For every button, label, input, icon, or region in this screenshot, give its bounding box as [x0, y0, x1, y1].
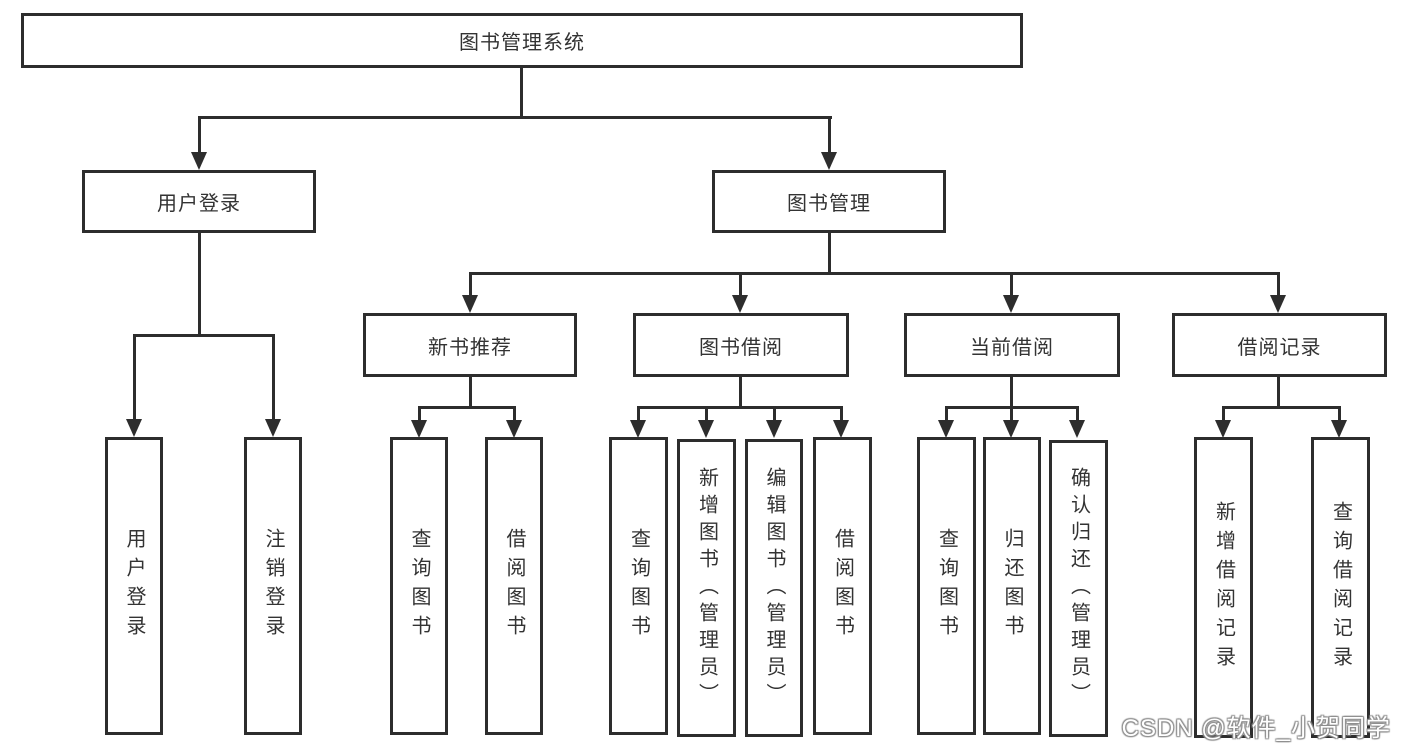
connector-line	[1338, 406, 1341, 421]
node-borrow-query-books-label: 查询图书	[627, 528, 650, 644]
connector-line	[198, 233, 201, 336]
node-current-query-books-label: 查询图书	[935, 528, 958, 644]
arrowhead-icon	[1270, 295, 1286, 313]
connector-line	[520, 68, 523, 119]
connector-line	[1076, 406, 1079, 421]
node-current-confirm-return: 确认归还（管理员）	[1049, 440, 1108, 737]
connector-line	[945, 406, 948, 421]
arrowhead-icon	[1215, 420, 1231, 438]
connector-line	[1222, 406, 1341, 409]
node-book-borrow-label: 图书借阅	[699, 336, 783, 359]
node-borrow-add-books-label: 新增图书（管理员）	[695, 466, 718, 710]
node-record-add-borrow: 新增借阅记录	[1194, 437, 1253, 738]
arrowhead-icon	[732, 295, 748, 313]
arrowhead-icon	[1069, 420, 1085, 438]
node-book-management-label: 图书管理	[787, 193, 871, 215]
node-root-label: 图书管理系统	[459, 32, 585, 54]
node-recommend-query-books-label: 查询图书	[408, 528, 430, 644]
connector-line	[840, 406, 843, 421]
node-recommend-query-books: 查询图书	[390, 437, 448, 735]
node-leaf-logout-label: 注销登录	[262, 528, 284, 644]
connector-line	[1277, 272, 1280, 297]
arrowhead-icon	[938, 420, 954, 438]
node-leaf-logout: 注销登录	[244, 437, 302, 735]
connector-line	[739, 272, 742, 297]
node-user-login: 用户登录	[82, 170, 316, 233]
arrowhead-icon	[191, 152, 207, 170]
connector-line	[272, 334, 275, 420]
arrowhead-icon	[833, 420, 849, 438]
connector-line	[418, 406, 516, 409]
connector-line	[198, 116, 201, 153]
arrowhead-icon	[462, 295, 478, 313]
node-borrow-record: 借阅记录	[1172, 313, 1387, 377]
node-borrow-add-books: 新增图书（管理员）	[677, 439, 736, 737]
arrowhead-icon	[506, 420, 522, 438]
connector-line	[705, 406, 708, 421]
arrowhead-icon	[1331, 420, 1347, 438]
connector-line	[739, 377, 742, 409]
connector-line	[1010, 406, 1013, 421]
node-leaf-user-login-label: 用户登录	[123, 528, 145, 644]
node-leaf-user-login: 用户登录	[105, 437, 163, 735]
node-borrow-borrow-books: 借阅图书	[813, 437, 872, 735]
node-book-borrow: 图书借阅	[633, 313, 849, 377]
connector-line	[1222, 406, 1225, 421]
node-borrow-edit-books: 编辑图书（管理员）	[745, 439, 803, 737]
node-new-book-recommend: 新书推荐	[363, 313, 577, 377]
node-record-query-borrow-label: 查询借阅记录	[1329, 500, 1352, 675]
connector-line	[828, 116, 831, 153]
connector-line	[828, 233, 831, 275]
arrowhead-icon	[698, 420, 714, 438]
connector-line	[133, 334, 136, 420]
node-record-add-borrow-label: 新增借阅记录	[1212, 500, 1235, 675]
connector-line	[469, 272, 1280, 275]
connector-line	[418, 406, 421, 421]
csdn-watermark: CSDN @软件_小贺同学	[1121, 715, 1391, 742]
node-record-query-borrow: 查询借阅记录	[1311, 437, 1370, 738]
node-recommend-borrow-books: 借阅图书	[485, 437, 543, 735]
node-borrow-edit-books-label: 编辑图书（管理员）	[763, 466, 785, 710]
connector-line	[469, 377, 472, 409]
connector-line	[1010, 272, 1013, 297]
node-current-confirm-return-label: 确认归还（管理员）	[1067, 467, 1090, 710]
connector-line	[513, 406, 516, 421]
node-borrow-borrow-books-label: 借阅图书	[831, 528, 854, 644]
arrowhead-icon	[766, 420, 782, 438]
arrowhead-icon	[1003, 420, 1019, 438]
connector-line	[773, 406, 776, 421]
connector-line	[133, 334, 275, 337]
arrowhead-icon	[126, 419, 142, 437]
connector-line	[1277, 377, 1280, 409]
connector-line	[198, 116, 832, 119]
connector-line	[1010, 377, 1013, 409]
connector-line	[637, 406, 843, 409]
arrowhead-icon	[411, 420, 427, 438]
arrowhead-icon	[265, 419, 281, 437]
node-current-return-books-label: 归还图书	[1001, 528, 1023, 644]
node-book-management: 图书管理	[712, 170, 946, 233]
node-recommend-borrow-books-label: 借阅图书	[503, 528, 525, 644]
node-borrow-query-books: 查询图书	[609, 437, 668, 735]
node-current-borrow: 当前借阅	[904, 313, 1120, 377]
node-user-login-label: 用户登录	[157, 193, 241, 215]
node-new-book-recommend-label: 新书推荐	[428, 336, 512, 359]
node-current-query-books: 查询图书	[917, 437, 976, 735]
node-current-return-books: 归还图书	[983, 437, 1041, 735]
node-borrow-record-label: 借阅记录	[1237, 336, 1322, 359]
node-root: 图书管理系统	[21, 13, 1023, 68]
arrowhead-icon	[630, 420, 646, 438]
connector-line	[637, 406, 640, 421]
arrowhead-icon	[1003, 295, 1019, 313]
arrowhead-icon	[821, 152, 837, 170]
node-current-borrow-label: 当前借阅	[970, 336, 1054, 359]
connector-line	[469, 272, 472, 297]
